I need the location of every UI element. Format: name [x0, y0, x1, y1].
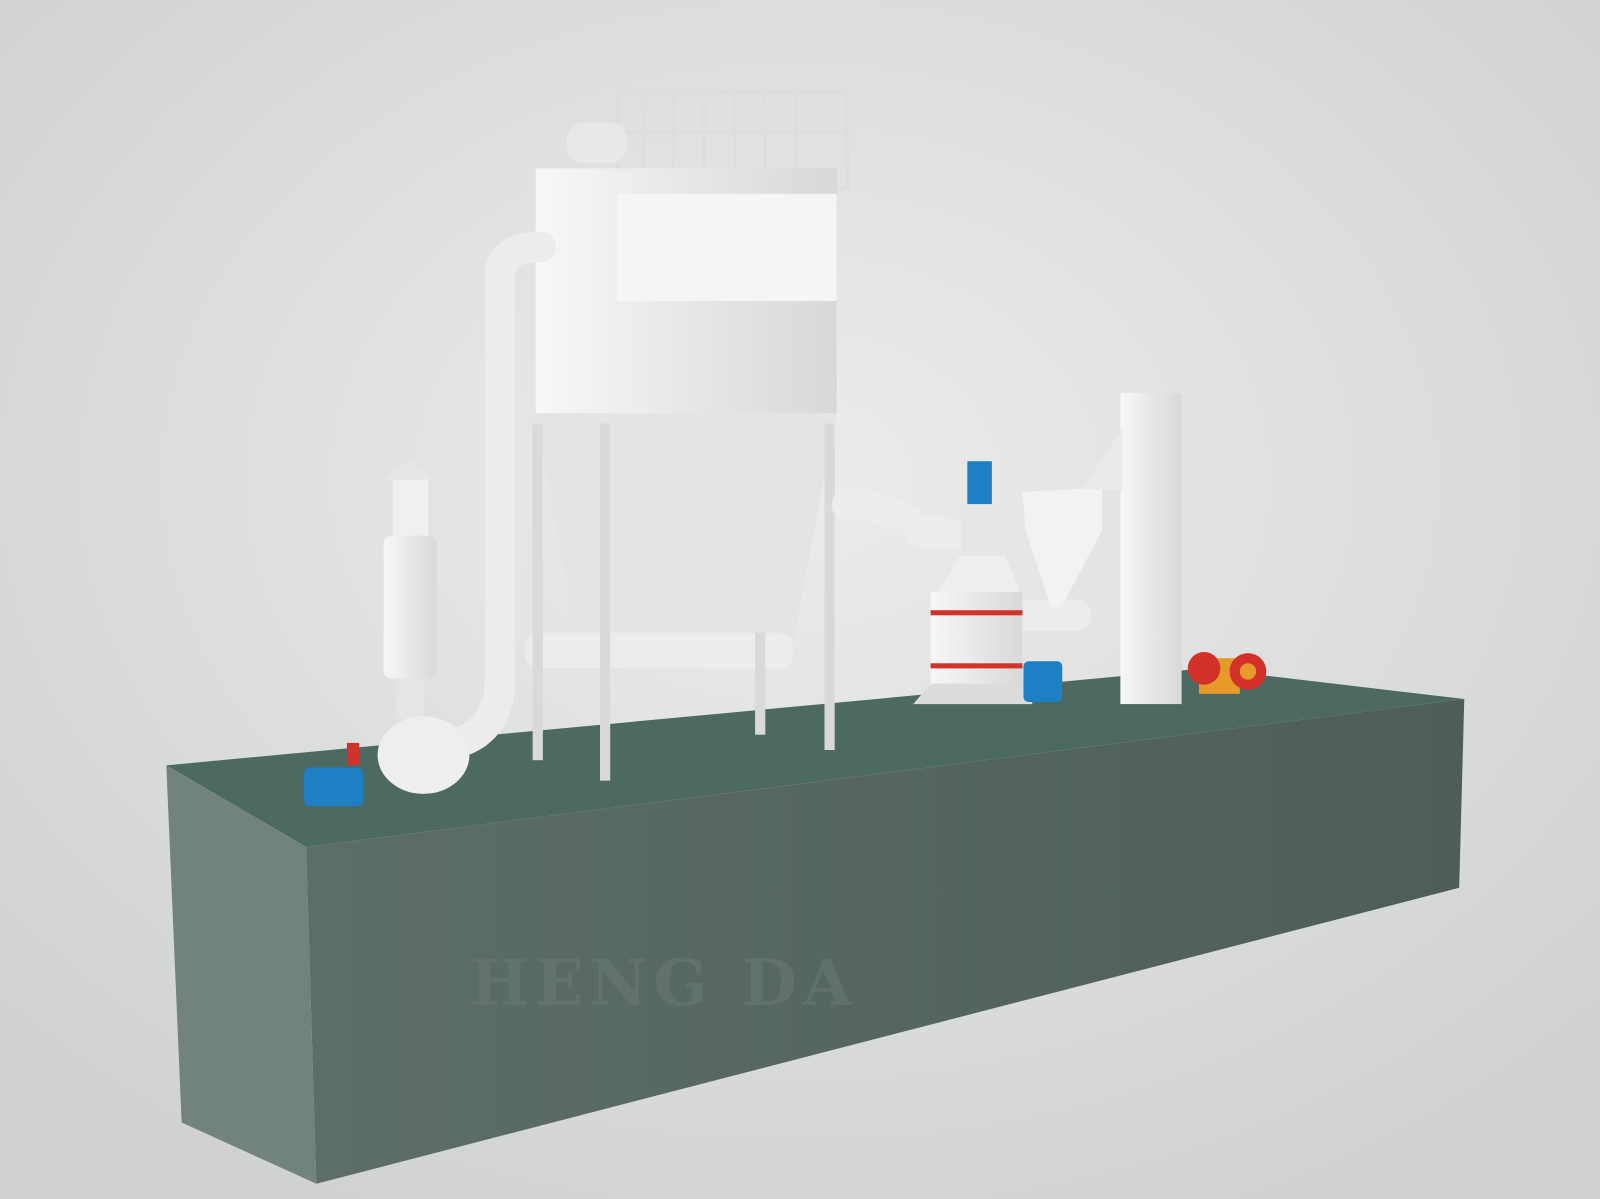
blower-motor: [304, 767, 364, 807]
watermark-logo: HENG DA: [469, 946, 858, 1020]
jaw-crusher: [1187, 652, 1267, 694]
platform: [166, 668, 1465, 1184]
muffler: [383, 459, 437, 720]
mill-motor: [1023, 661, 1063, 703]
baghouse-dust-collector: [525, 89, 849, 781]
platform-top: [166, 668, 1465, 847]
blower-fan: [304, 716, 470, 807]
platform-left: [166, 765, 317, 1184]
cyclone-and-elevator: [1022, 392, 1182, 705]
platform-front: [306, 698, 1465, 1184]
grinding-mill: [913, 461, 1063, 705]
